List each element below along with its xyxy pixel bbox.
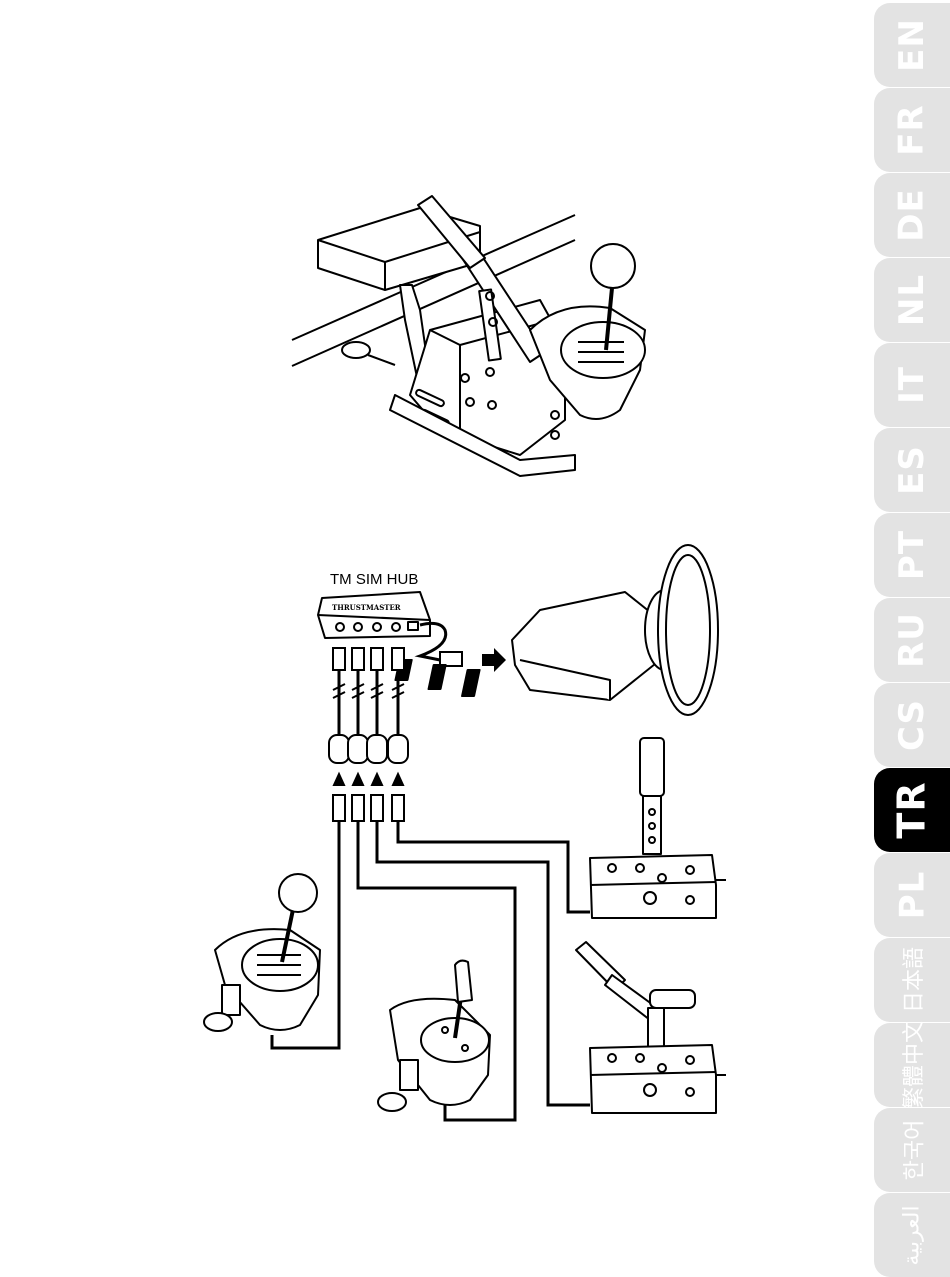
language-tab-12[interactable]: 繁體中文 (874, 1023, 950, 1107)
shifter-right-upper (590, 738, 726, 918)
language-tab-label: ES (892, 445, 932, 495)
language-tab-9[interactable]: TR (874, 768, 950, 852)
language-tab-label: 한국어 (896, 1120, 928, 1181)
language-tab-3[interactable]: NL (874, 258, 950, 342)
language-tab-label: FR (892, 104, 932, 155)
language-tab-label: العربية (900, 1205, 925, 1265)
language-tab-label: RU (892, 612, 932, 668)
language-tab-7[interactable]: RU (874, 598, 950, 682)
language-tab-14[interactable]: العربية (874, 1193, 950, 1277)
language-tab-13[interactable]: 한국어 (874, 1108, 950, 1192)
language-tab-label: 日本語 (896, 947, 928, 1013)
language-tab-10[interactable]: PL (874, 853, 950, 937)
language-tab-label: PL (892, 871, 932, 920)
hub-brand-label: THRUSTMASTER (332, 603, 401, 612)
language-tab-label: TR (890, 781, 934, 838)
sequential-shifter (378, 961, 490, 1111)
language-tab-label: DE (892, 188, 932, 241)
connection-diagram: TM SIM HUB THRUSTMASTER (0, 0, 860, 1267)
language-tab-label: CS (892, 699, 932, 751)
language-tab-label: EN (892, 18, 932, 72)
language-tab-4[interactable]: IT (874, 343, 950, 427)
language-tab-label: IT (892, 366, 932, 404)
hub-wiring-diagram: TM SIM HUB THRUSTMASTER (204, 545, 726, 1120)
language-tab-label: NL (892, 274, 932, 326)
language-tab-2[interactable]: DE (874, 173, 950, 257)
language-tab-11[interactable]: 日本語 (874, 938, 950, 1022)
h-shifter-left (204, 874, 320, 1031)
language-tab-strip: EN FR DE NL IT ES PT RU CS TR PL 日本語繁體中文 한국어 العربية (870, 0, 950, 1267)
hub-title: TM SIM HUB (330, 571, 418, 588)
handbrake-right-lower (576, 942, 726, 1113)
language-tab-1[interactable]: FR (874, 88, 950, 172)
language-tab-5[interactable]: ES (874, 428, 950, 512)
language-tab-label: 繁體中文 (896, 1021, 928, 1109)
language-tab-8[interactable]: CS (874, 683, 950, 767)
language-tab-6[interactable]: PT (874, 513, 950, 597)
tm-sim-hub-device: THRUSTMASTER (318, 592, 430, 638)
language-tab-0[interactable]: EN (874, 3, 950, 87)
desk-mounted-shifter-handbrake-illustration (292, 196, 645, 476)
language-tab-label: PT (892, 530, 932, 580)
